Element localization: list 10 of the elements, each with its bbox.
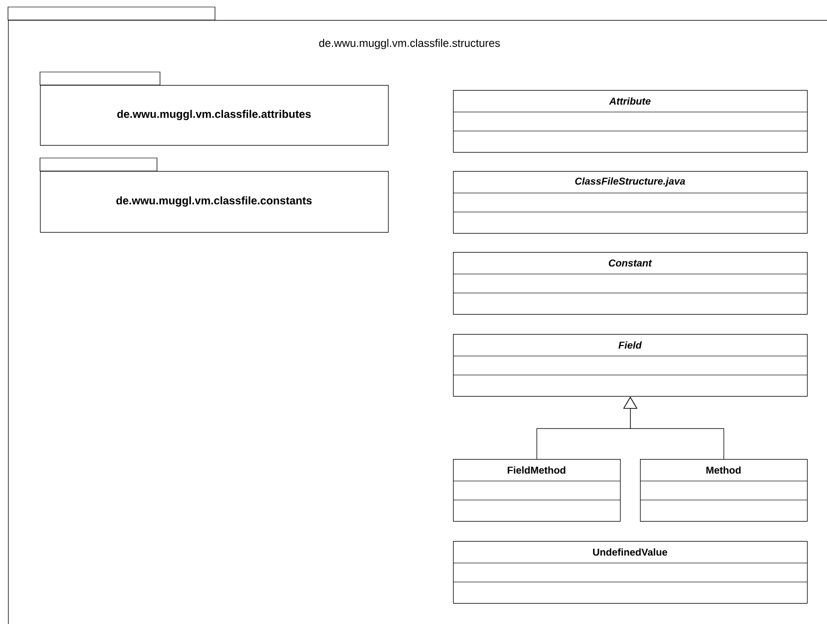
- package-box: de.wwu.muggl.vm.classfile.constants: [40, 158, 389, 233]
- class-box: Attribute: [452, 90, 808, 153]
- class-box: Field: [452, 334, 808, 397]
- class-box: Method: [640, 459, 808, 522]
- package-box: de.wwu.muggl.vm.classfile.attributes: [40, 72, 389, 146]
- class-box: FieldMethod: [452, 459, 621, 522]
- class-box: Constant: [452, 252, 808, 315]
- generalization-arrow: [623, 396, 724, 460]
- class-box: UndefinedValue: [452, 541, 808, 604]
- class-box: ClassFileStructure.java: [452, 171, 808, 234]
